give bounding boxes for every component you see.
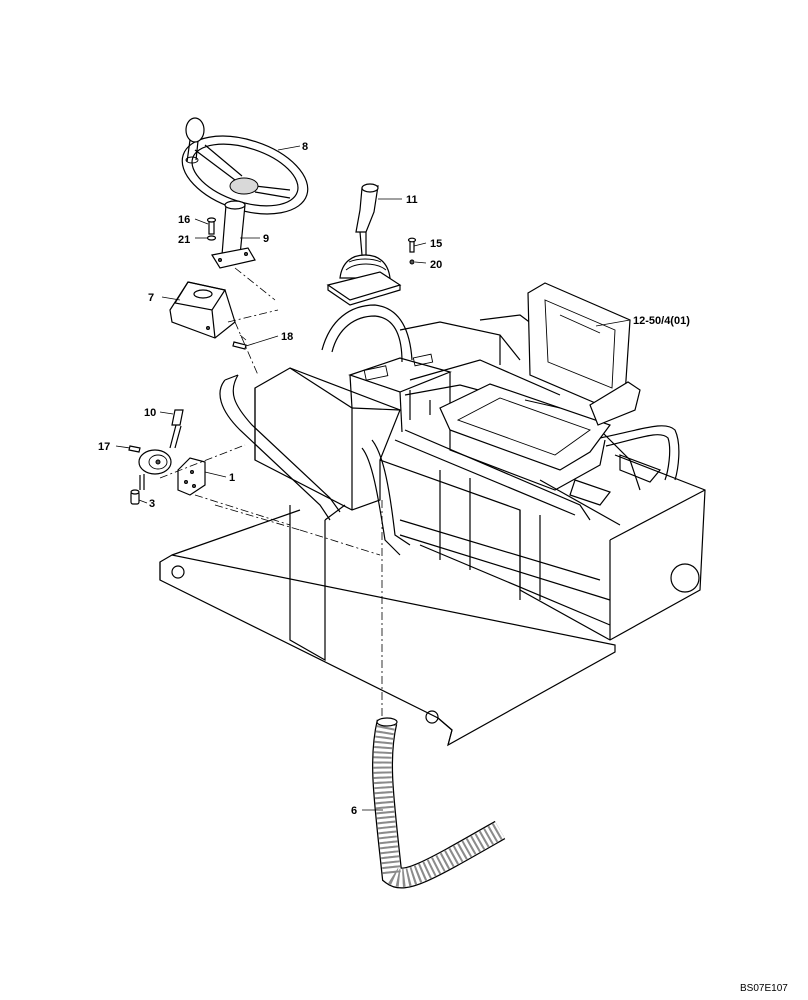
leader-lines [115,145,631,811]
callout-11: 11 [406,194,418,206]
callout-21: 21 [178,234,190,246]
drawing-reference: BS07E107 [740,983,788,994]
callout-16: 16 [178,214,190,226]
steering-wheel [181,117,309,215]
steering-cover [169,267,279,376]
joystick [326,183,417,306]
callout-7: 7 [148,292,154,304]
callout-6: 6 [351,805,357,817]
switch-assembly [128,409,291,526]
callouts: 8 11 16 21 9 15 20 7 12-50/4(01) 18 10 1… [98,141,788,994]
callout-8: 8 [302,141,308,153]
console-frame [219,304,680,556]
base-frame [159,454,706,747]
callout-9: 9 [263,233,269,245]
callout-15: 15 [430,238,442,250]
callout-3: 3 [149,498,155,510]
callout-1: 1 [229,472,235,484]
callout-12-50-4-01: 12-50/4(01) [633,315,690,327]
protective-hose [372,500,506,889]
operator-seat [439,282,641,491]
callout-20: 20 [430,259,442,271]
steering-column [206,200,256,269]
callout-17: 17 [98,441,110,453]
callout-10: 10 [144,407,156,419]
callout-18: 18 [281,331,293,343]
